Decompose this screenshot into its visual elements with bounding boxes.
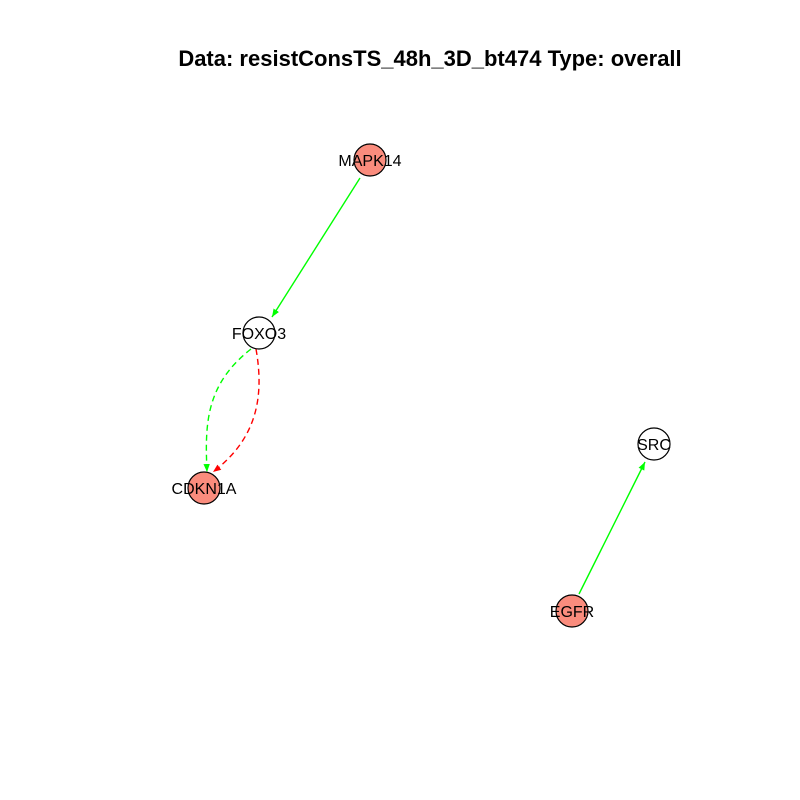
- node-layer: MAPK14 FOXO3 CDKN1A SRC EGFR: [172, 143, 671, 628]
- node-circle: [353, 143, 387, 177]
- node-label: CDKN1A: [172, 481, 237, 498]
- node-label: EGFR: [550, 604, 594, 621]
- node-circle: [242, 316, 276, 350]
- diagram-title: Data: resistConsTS_48h_3D_bt474 Type: ov…: [178, 46, 682, 71]
- node-src[interactable]: SRC: [637, 427, 671, 461]
- node-label: MAPK14: [338, 153, 401, 170]
- node-circle: [187, 471, 221, 505]
- node-label: SRC: [637, 437, 671, 454]
- edge-foxo3-cdkn1a-activation: [203, 348, 252, 473]
- node-foxo3[interactable]: FOXO3: [232, 316, 286, 350]
- node-label: FOXO3: [232, 326, 286, 343]
- node-egfr[interactable]: EGFR: [550, 594, 594, 628]
- node-mapk14[interactable]: MAPK14: [338, 143, 402, 177]
- edge-layer: [203, 177, 646, 595]
- node-cdkn1a[interactable]: CDKN1A: [172, 471, 237, 505]
- node-circle: [555, 594, 589, 628]
- edge-foxo3-cdkn1a-inhibition: [212, 348, 260, 473]
- edge-egfr-src: [578, 461, 646, 595]
- edge-mapk14-foxo3: [271, 177, 361, 318]
- node-circle: [637, 427, 671, 461]
